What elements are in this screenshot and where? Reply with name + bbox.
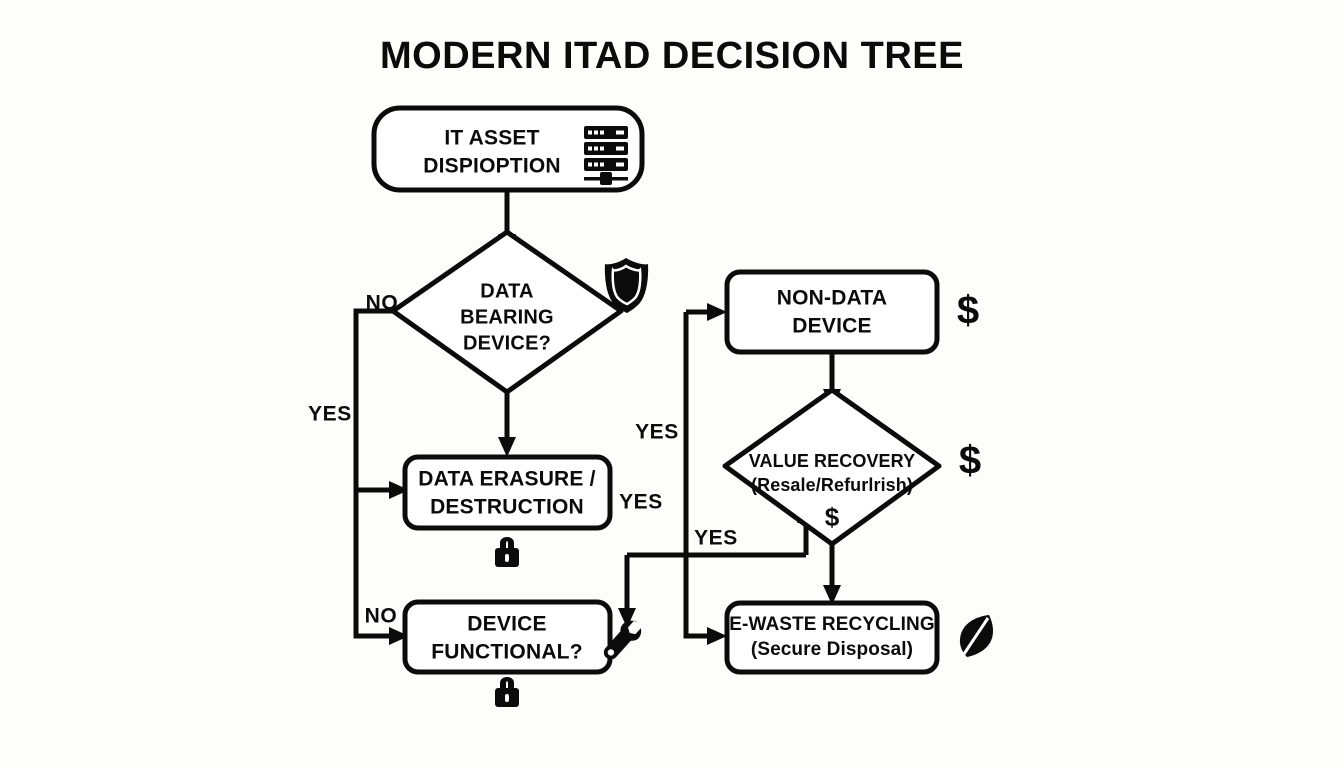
arrowhead-rail-to-erasure: [389, 481, 409, 499]
lock-icon-secondary: [495, 677, 519, 707]
device-functional-line1: DEVICE: [467, 613, 546, 636]
e-waste-line1: E-WASTE RECYCLING: [729, 614, 934, 635]
connector-no-left-rail: [353, 308, 393, 490]
non-data-device-box[interactable]: [724, 269, 940, 355]
arrowhead-valuerecovery-to-ewaste: [823, 585, 841, 605]
edge-label-yes-tall: YES: [635, 421, 679, 444]
node-non-data-device[interactable]: NON-DATA DEVICE $: [724, 269, 979, 355]
edge-label-yes-left: YES: [308, 403, 352, 426]
arrowhead-tall-into-nondata: [707, 303, 727, 321]
node-value-recovery[interactable]: VALUE RECOVERY (Resale/Refurlrish) $ $: [722, 387, 981, 547]
dollar-symbol-inner: $: [825, 502, 840, 532]
arrowhead-tall-into-ewaste: [707, 627, 727, 645]
edge-labels: NO YES NO YES YES YES: [308, 292, 738, 628]
data-erasure-line2: DESTRUCTION: [430, 496, 584, 519]
start-node-line2: DISPIOPTION: [423, 155, 561, 178]
data-erasure-line1: DATA ERASURE /: [418, 468, 595, 491]
lock-icon: [495, 537, 519, 567]
wrench-icon: [603, 620, 642, 660]
edge-label-no-top: NO: [366, 292, 399, 315]
arrowhead-bus-left-drop: [618, 608, 636, 628]
non-data-device-line1: NON-DATA: [777, 287, 887, 310]
data-bearing-line2: BEARING: [460, 306, 554, 328]
non-data-device-line2: DEVICE: [792, 315, 871, 338]
value-recovery-line2: (Resale/Refurlrish): [751, 475, 913, 495]
leaf-icon: [959, 615, 993, 657]
node-device-functional[interactable]: DEVICE FUNCTIONAL?: [402, 599, 646, 707]
edge-label-yes-low: YES: [694, 527, 738, 550]
dollar-icon-non-data: $: [957, 289, 979, 333]
e-waste-line2: (Secure Disposal): [751, 639, 913, 660]
node-data-erasure[interactable]: DATA ERASURE / DESTRUCTION: [402, 454, 613, 567]
node-it-asset-disposition[interactable]: IT ASSET DISPIOPTION: [371, 105, 645, 193]
start-node-line1: IT ASSET: [444, 127, 539, 150]
data-bearing-diamond[interactable]: [390, 229, 624, 395]
connector-tall-vertical-lower: [683, 555, 710, 639]
server-rack-icon: [584, 126, 628, 185]
start-node-box[interactable]: [371, 105, 645, 193]
page-title: MODERN ITAD DECISION TREE: [380, 35, 964, 77]
edge-label-no-lower-left: NO: [365, 605, 398, 628]
edge-label-yes-mid-right: YES: [619, 491, 663, 514]
value-recovery-line1: VALUE RECOVERY: [749, 451, 915, 471]
dollar-icon-value-recovery: $: [959, 439, 981, 483]
arrowhead-databearing-to-erasure: [498, 437, 516, 457]
data-bearing-line3: DEVICE?: [463, 332, 551, 354]
node-data-bearing-device[interactable]: DATA BEARING DEVICE?: [390, 229, 649, 395]
device-functional-box[interactable]: [402, 599, 613, 675]
node-e-waste-recycling[interactable]: E-WASTE RECYCLING (Secure Disposal): [724, 600, 993, 675]
connectors: [353, 190, 841, 645]
value-recovery-diamond[interactable]: [722, 387, 942, 547]
data-bearing-line1: DATA: [480, 280, 533, 302]
device-functional-line2: FUNCTIONAL?: [431, 641, 583, 664]
arrowhead-rail-to-device-functional: [389, 627, 409, 645]
e-waste-box[interactable]: [724, 600, 940, 675]
data-erasure-box[interactable]: [402, 454, 613, 531]
shield-icon-inner: [611, 264, 642, 306]
connector-rail-to-device-functional: [353, 490, 392, 639]
